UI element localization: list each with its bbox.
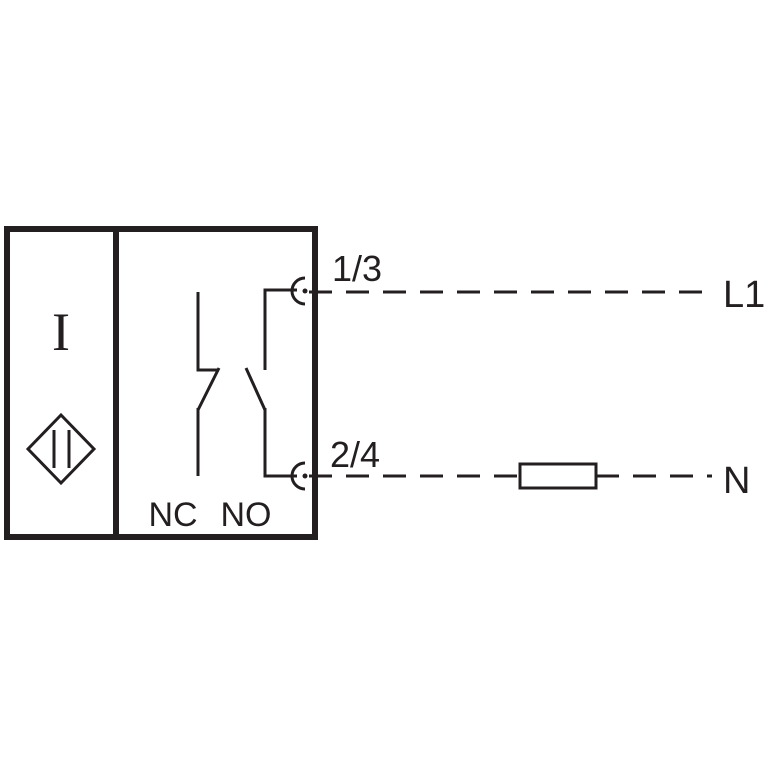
no-contact — [244, 288, 297, 478]
nc-contact — [196, 292, 221, 476]
terminal-top-label: 1/3 — [332, 248, 382, 289]
inductive-sensor-icon — [25, 412, 97, 486]
sensor-type-symbol: I — [52, 302, 70, 362]
terminal-top-connector — [290, 276, 308, 306]
supply-n-label: N — [723, 460, 750, 502]
terminal-bottom-connector — [290, 461, 308, 491]
sensor-housing — [4, 226, 318, 540]
terminal-bottom-label: 2/4 — [330, 434, 380, 475]
nc-label: NC — [148, 496, 197, 534]
load-resistor — [518, 462, 598, 490]
no-label: NO — [221, 496, 272, 534]
supply-l1-label: L1 — [723, 274, 765, 316]
